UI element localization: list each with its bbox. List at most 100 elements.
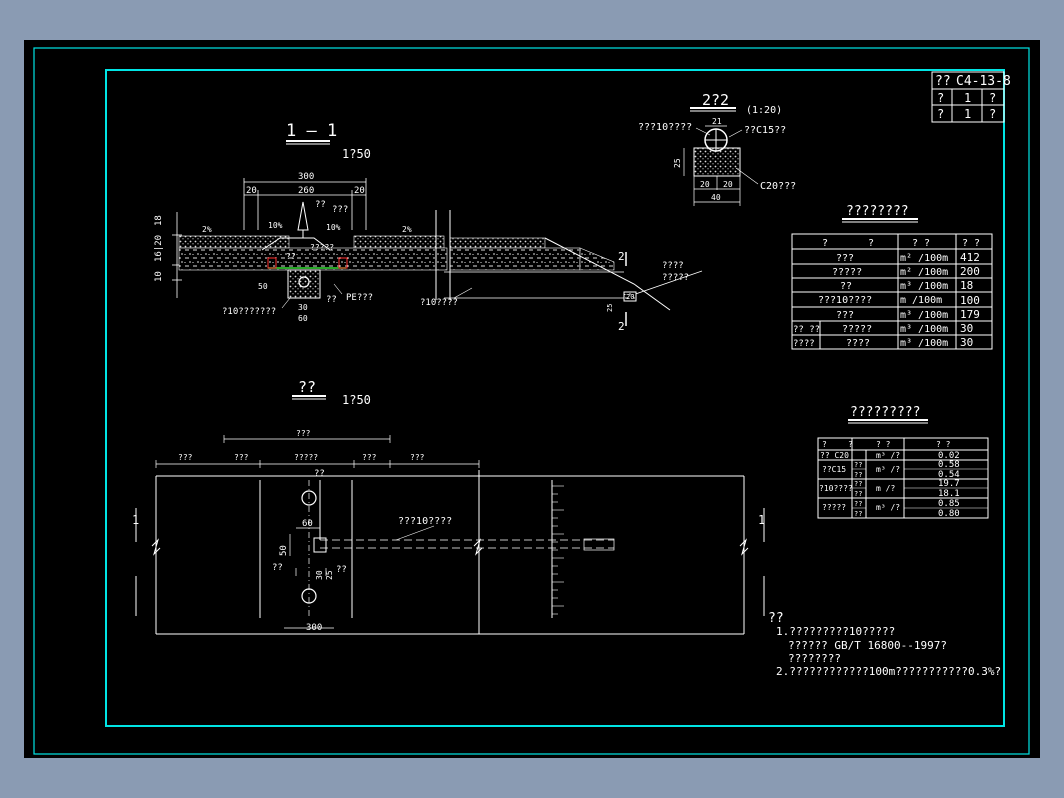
sheet-number: 1 <box>964 91 971 105</box>
cut-mark-a: 2 <box>618 250 625 263</box>
detail-2-2: 2?2 (1:20) 21 25 20 20 40 ???10???? ??C1… <box>638 91 796 206</box>
sheet-label-a: ? <box>937 91 944 105</box>
plan-cut-right: 1 <box>758 513 765 527</box>
label-pe: PE??? <box>346 293 373 303</box>
t1-r7-qty: 30 <box>960 336 973 349</box>
t2-r4-unit: m /? <box>876 484 895 493</box>
t2-r2-qty: 0.58 <box>938 460 960 470</box>
plan-dim-a: ??? <box>178 453 193 462</box>
plan-dim-e: ??? <box>410 453 425 462</box>
detail-title: 2?2 <box>702 91 729 109</box>
plan-dim-300: 300 <box>306 623 322 633</box>
detail-label-bottom: C20??? <box>760 181 796 192</box>
plan-dim-b: ??? <box>234 453 249 462</box>
dim-50: 50 <box>258 282 268 291</box>
label-right-2: ????? <box>662 273 689 283</box>
plan-view: ?? 1?50 ??? ??? ??? ????? ??? ??? <box>132 378 765 635</box>
table1-title: ???????? <box>846 204 909 219</box>
label-right-1: ???? <box>662 261 684 271</box>
t1-h1: ? <box>822 238 828 249</box>
t1-r5-qty: 179 <box>960 308 980 321</box>
t2-r2-name: ??C15 <box>822 465 846 474</box>
plan-dim-60: 60 <box>302 519 313 529</box>
label-mid-1: ????? <box>310 243 334 252</box>
title-block <box>931 71 1005 123</box>
plan-dim-30: 30 <box>315 570 324 580</box>
label-mid-2: ?? <box>286 252 296 261</box>
t1-r1-qty: 412 <box>960 251 980 264</box>
t1-r4-unit: m /100m <box>900 295 942 306</box>
dim-20-detail-b: 20 <box>723 180 733 189</box>
t2-r6-unit: m³ /? <box>876 503 900 512</box>
t2-r5-qty: 18.1 <box>938 489 960 499</box>
table2-title: ????????? <box>850 405 920 420</box>
t1-r1-name: ??? <box>836 253 854 264</box>
t1-r7-name: ???? <box>846 338 870 349</box>
dim-10: 10 <box>154 271 164 282</box>
t1-r4-qty: 100 <box>960 294 980 307</box>
label-q: ?? <box>326 295 337 305</box>
dim-20-small: 20 <box>626 293 634 301</box>
slope-10-left: 10% <box>268 221 283 230</box>
label-drain: ?10??????? <box>222 307 276 317</box>
t2-h4: ? ? <box>936 440 951 449</box>
t2-r6-qty: 0.85 <box>938 499 960 509</box>
plan-dim-d: ??? <box>362 453 377 462</box>
dim-18: 18 <box>154 215 164 226</box>
t2-r1-name: ?? C20 <box>820 451 849 460</box>
slope-2-left: 2% <box>202 225 212 234</box>
t2-h1: ? <box>822 440 827 449</box>
t1-r6-group: ?? ?? <box>793 325 820 335</box>
dim-300: 300 <box>298 172 314 182</box>
sheet-label-b: ? <box>989 91 996 105</box>
plan-dim-top: ??? <box>296 429 311 438</box>
plan-dim-25: 25 <box>325 570 334 580</box>
t1-r7-unit: m³ /100m <box>900 338 948 349</box>
detail-scale: (1:20) <box>746 105 782 116</box>
section-title: 1 — 1 <box>286 121 337 141</box>
outer-border <box>33 47 1030 755</box>
t1-r6-unit: m³ /100m <box>900 324 948 335</box>
t2-r7-qty: 0.80 <box>938 509 960 519</box>
t2-h2: ? <box>848 440 853 449</box>
t2-r6-name: ????? <box>822 503 846 512</box>
note-line-1: 1.?????????10????? <box>776 625 895 638</box>
dim-40: 40 <box>711 193 721 202</box>
dim-30: 30 <box>298 303 308 312</box>
section-1-1: 1 — 1 1?50 300 260 20 20 18 16|20 10 <box>154 121 703 333</box>
t2-r4-qty: 19.7 <box>938 479 960 489</box>
detail-label-left: ???10???? <box>638 122 692 133</box>
t1-r5-name: ??? <box>836 310 854 321</box>
t1-r6-qty: 30 <box>960 322 973 335</box>
t2-r7-sub: ?? <box>854 510 862 518</box>
t2-h3: ? ? <box>876 440 891 449</box>
total-label-a: ? <box>937 107 944 121</box>
t1-r1-unit: m² /100m <box>900 253 948 264</box>
slope-10-right: 10% <box>326 223 341 232</box>
t2-r6-sub: ?? <box>854 500 862 508</box>
t2-r3-sub: ?? <box>854 471 862 479</box>
t1-r3-name: ?? <box>840 281 852 292</box>
notes-heading: ?? <box>768 611 784 626</box>
inner-border <box>105 69 1005 727</box>
dim-20-detail-a: 20 <box>700 180 710 189</box>
label-pipe: ?10???? <box>420 298 458 308</box>
t1-h2: ? <box>868 238 874 249</box>
dim-20-right: 20 <box>354 186 365 196</box>
cut-mark-b: 2 <box>618 320 625 333</box>
detail-label-right: ??C15?? <box>744 125 786 136</box>
general-notes: ?? 1.?????????10????? ?????? GB/T 16800-… <box>768 611 1001 678</box>
t2-r3-qty: 0.54 <box>938 470 960 480</box>
plan-pipe-label: ???10???? <box>398 516 452 527</box>
dim-260: 260 <box>298 186 314 196</box>
dim-16-20: 16|20 <box>154 235 164 262</box>
t2-r2-unit: m³ /? <box>876 465 900 474</box>
t1-h4: ? ? <box>962 238 980 249</box>
note-line-3: ???????? <box>788 652 841 665</box>
plan-node-label: ?? <box>314 469 325 479</box>
t1-r2-qty: 200 <box>960 265 980 278</box>
t2-r4-sub: ?? <box>854 480 862 488</box>
note-line-2: ?????? GB/T 16800--1997? <box>788 639 947 652</box>
t1-r4-name: ???10???? <box>818 295 872 306</box>
drawing-canvas: ?? C4-13-8 ? 1 ? ? 1 ? 1 — 1 1?50 300 26… <box>24 40 1040 758</box>
